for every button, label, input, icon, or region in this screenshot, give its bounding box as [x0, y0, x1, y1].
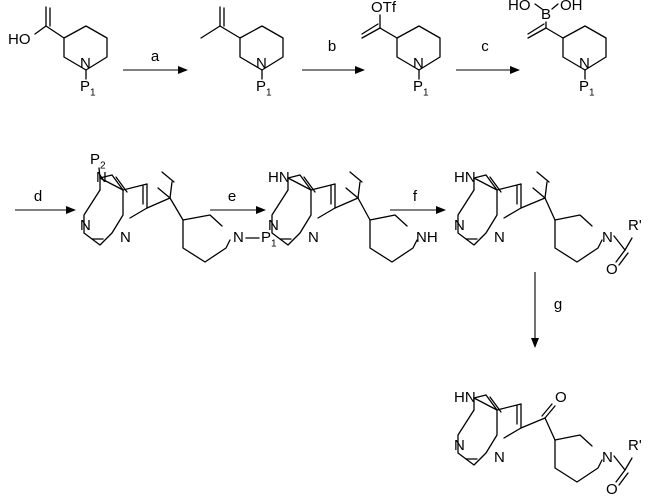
nitrogen-label: N: [120, 229, 131, 246]
nitrogen-label: N: [80, 55, 91, 72]
nitrogen-label: N: [308, 229, 319, 246]
compound-deprotected-coupled: HN N N NH: [268, 169, 438, 262]
arrow-step-b: b: [302, 38, 365, 74]
hydroxyl-label: HO: [8, 31, 31, 48]
nitrogen-label: N: [454, 437, 465, 454]
nitrogen-label: N: [233, 229, 244, 246]
protecting-group-subscript: 1: [90, 88, 96, 99]
nh-label: HN: [268, 169, 290, 186]
boron-label: B: [541, 6, 551, 23]
compound-ketone-product: HN N N O N O R': [454, 389, 642, 498]
nitrogen-label: N: [494, 449, 505, 466]
oxygen-label: O: [606, 481, 618, 498]
oxygen-label: O: [606, 261, 618, 278]
r-prime-label: R': [628, 437, 642, 454]
triflate-label: OTf: [371, 0, 397, 16]
reagent-label-e: e: [228, 188, 236, 205]
reagent-label-a: a: [151, 48, 160, 65]
nitrogen-label: N: [602, 229, 613, 246]
protecting-group-subscript: 1: [423, 88, 429, 99]
arrow-step-a: a: [123, 48, 188, 74]
compound-vinyl-triflate: OTf N P 1: [362, 0, 440, 99]
compound-carboxylic-acid: HO N P 1: [8, 7, 107, 99]
arrow-step-d: d: [15, 188, 76, 214]
reagent-label-b: b: [328, 38, 336, 55]
nh-label: NH: [416, 229, 438, 246]
reagent-label-f: f: [413, 188, 418, 205]
hydroxyl-label: HO: [508, 0, 531, 14]
reagent-label-c: c: [481, 38, 489, 55]
nh-label: HN: [454, 169, 476, 186]
nitrogen-label: N: [494, 229, 505, 246]
compound-acylated-vinyl: HN N N N O R': [454, 169, 642, 278]
reagent-label-d: d: [34, 188, 42, 205]
nitrogen-label: N: [256, 55, 267, 72]
compound-methyl-ketone: N P 1: [201, 7, 283, 99]
arrow-step-c: c: [456, 38, 520, 74]
nitrogen-label: N: [602, 449, 613, 466]
arrow-step-e: e: [210, 188, 266, 214]
compound-vinyl-boronic-acid: HO B OH N P 1: [508, 0, 606, 99]
protecting-group-subscript: 1: [271, 239, 277, 250]
protecting-group-label: P: [80, 78, 90, 95]
nitrogen-label: N: [579, 55, 590, 72]
nitrogen-label: N: [268, 217, 279, 234]
reagent-label-g: g: [554, 296, 562, 313]
protecting-group-subscript: 1: [266, 88, 272, 99]
arrow-step-f: f: [390, 188, 446, 214]
hydroxyl-label: OH: [560, 0, 583, 14]
r-prime-label: R': [628, 217, 642, 234]
compound-protected-coupled: P 2 N N N N P 1: [80, 151, 277, 262]
nitrogen-label: N: [96, 169, 107, 186]
nitrogen-label: N: [454, 217, 465, 234]
arrow-step-g: g: [531, 272, 562, 348]
protecting-group-label: P: [90, 151, 100, 168]
nh-label: HN: [454, 389, 476, 406]
protecting-group-label: P: [413, 78, 423, 95]
protecting-group-subscript: 1: [589, 88, 595, 99]
protecting-group-label: P: [579, 78, 589, 95]
protecting-group-label: P: [256, 78, 266, 95]
nitrogen-label: N: [80, 217, 91, 234]
oxygen-label: O: [555, 389, 567, 406]
nitrogen-label: N: [413, 55, 424, 72]
